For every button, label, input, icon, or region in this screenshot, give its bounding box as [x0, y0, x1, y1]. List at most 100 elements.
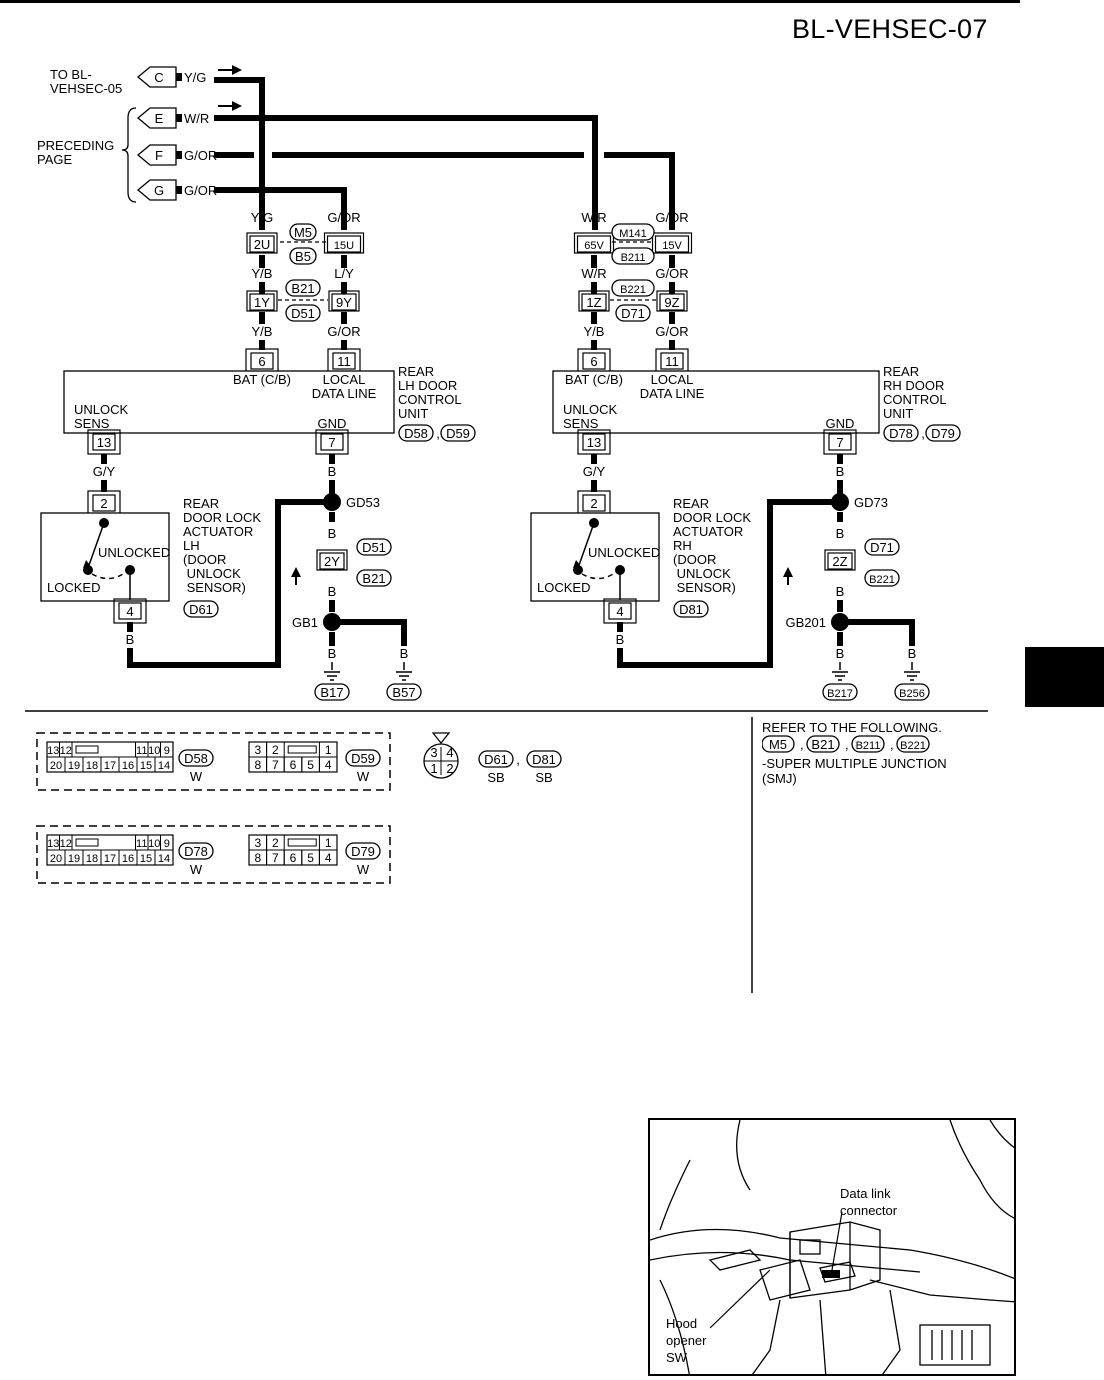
pin-number: 12: [60, 838, 72, 850]
pin-number: 15: [140, 853, 152, 865]
connector-id-B221: [611, 279, 655, 297]
wire-label: B: [908, 646, 917, 661]
wire-label: B: [328, 646, 337, 661]
pin-number: 20: [50, 760, 62, 772]
pin-unlock-sens: [92, 433, 116, 451]
connector-id-B211: [611, 247, 655, 265]
connector-id-D71: [615, 304, 651, 322]
comma: ,: [921, 426, 925, 441]
refer-connector-id: [851, 735, 885, 753]
connector-view-id-D59-text: D59: [351, 751, 375, 766]
wire-label: Y/B: [252, 266, 273, 281]
connector-id-D78: [883, 424, 919, 442]
pin-number: 7: [272, 758, 279, 772]
to-page-label: TO BL-VEHSEC-05: [50, 67, 122, 96]
lock-tab: [75, 745, 99, 754]
connector-id-B21: [285, 279, 321, 297]
wire-label: G/OR: [655, 324, 688, 339]
connector-id-D51: [356, 538, 392, 556]
wire-label: B: [328, 584, 337, 599]
pin-9Y: [331, 293, 357, 311]
wire-f-gor-c: [604, 152, 675, 230]
pin-1Z-label: 1Z: [586, 295, 601, 310]
switch-arm: [577, 522, 595, 569]
comma: ,: [800, 737, 804, 752]
wire-e-wr: [214, 115, 598, 230]
comma: ,: [436, 426, 440, 441]
switch-arm: [87, 522, 105, 569]
connector-id-D79: [925, 424, 961, 442]
wire-label: Y/B: [252, 324, 273, 339]
ground-id-B17: [314, 683, 350, 701]
pin-bat: [250, 352, 274, 370]
connector-color: W: [190, 769, 203, 784]
terminal-stub: [176, 73, 182, 81]
refer-description: -SUPER MULTIPLE JUNCTION (SMJ): [762, 756, 947, 786]
pin-number: 15: [140, 760, 152, 772]
pin-number: 13: [47, 838, 59, 850]
gnd-label: GND: [318, 416, 347, 431]
offpage-connector-F-label: F: [155, 148, 163, 163]
pin-housing: [656, 290, 688, 312]
connector-id-D71-text: D71: [870, 540, 894, 555]
connector-id-D61: [183, 600, 219, 618]
offpage-wire-G: G/OR: [184, 183, 217, 198]
pin-gnd-label: 7: [836, 435, 843, 450]
door-control-unit-box: [63, 370, 395, 434]
offpage-wire-C: Y/G: [184, 70, 206, 85]
refer-ids: M5,B21,B211,B221: [761, 735, 930, 753]
connector-view-id-D58-text: D58: [184, 751, 208, 766]
pin-actuator-2-label: 2: [590, 496, 597, 511]
wire-label: W/R: [581, 210, 606, 225]
pin-number: 18: [86, 853, 98, 865]
wire-label: B: [836, 464, 845, 479]
pin-number: 4: [325, 851, 332, 865]
connector-id-M141-text: M141: [619, 228, 647, 240]
pin-actuator-2-label: 2: [100, 496, 107, 511]
pin-number: 10: [148, 745, 160, 757]
pin-number: 8: [254, 758, 261, 772]
pin-9Y-label: 9Y: [336, 295, 352, 310]
offpage-connector-G-label: G: [154, 183, 164, 198]
connector-view-id-D81-text: D81: [532, 752, 556, 767]
pin-9Z: [659, 293, 685, 311]
pin-housing: [246, 232, 278, 254]
connector-view-id-D58: [178, 749, 214, 767]
switch-arrow-icon: [573, 560, 580, 568]
connector-id-B21-text: B21: [362, 571, 385, 586]
bracket-icon: [121, 107, 137, 203]
wire-label: B: [400, 646, 409, 661]
wire-ground-branch: [332, 619, 407, 646]
pin-gnd-label: 7: [328, 435, 335, 450]
pin-housing: [651, 232, 693, 254]
current-arrow-icon: [291, 567, 301, 577]
offpage-wire-F: G/OR: [184, 148, 217, 163]
wire-label: G/OR: [327, 324, 360, 339]
connector-color: W: [357, 862, 370, 877]
pin-bat-label: 6: [590, 354, 597, 369]
wire-actuator-ground: [617, 499, 840, 668]
ground-id-B256: [894, 683, 930, 701]
pin-number: 1: [325, 743, 332, 757]
connector-view-id-D78: [178, 842, 214, 860]
pin-housing: [323, 232, 365, 254]
pin-unlock-sens-label: 13: [587, 435, 601, 450]
wire-c-yg: [214, 77, 265, 230]
connector-id-D59: [440, 424, 476, 442]
pin-number: 5: [307, 851, 314, 865]
wire-label: B: [836, 584, 845, 599]
connector-id-D81: [673, 600, 709, 618]
page-title: BL-VEHSEC-07: [792, 14, 988, 44]
pin-number: 16: [122, 760, 134, 772]
pin-2Y-label: 2Y: [324, 554, 340, 569]
pin-9Z-label: 9Z: [664, 295, 679, 310]
connector-view-id-D59: [345, 749, 381, 767]
pin-unlock-sens-label: 13: [97, 435, 111, 450]
refer-connector-id-text: M5: [769, 737, 787, 752]
ground-id-B217-text: B217: [827, 688, 853, 700]
pin-gnd: [320, 433, 344, 451]
refer-block: REFER TO THE FOLLOWING. M5,B21,B211,B221…: [761, 720, 1002, 786]
